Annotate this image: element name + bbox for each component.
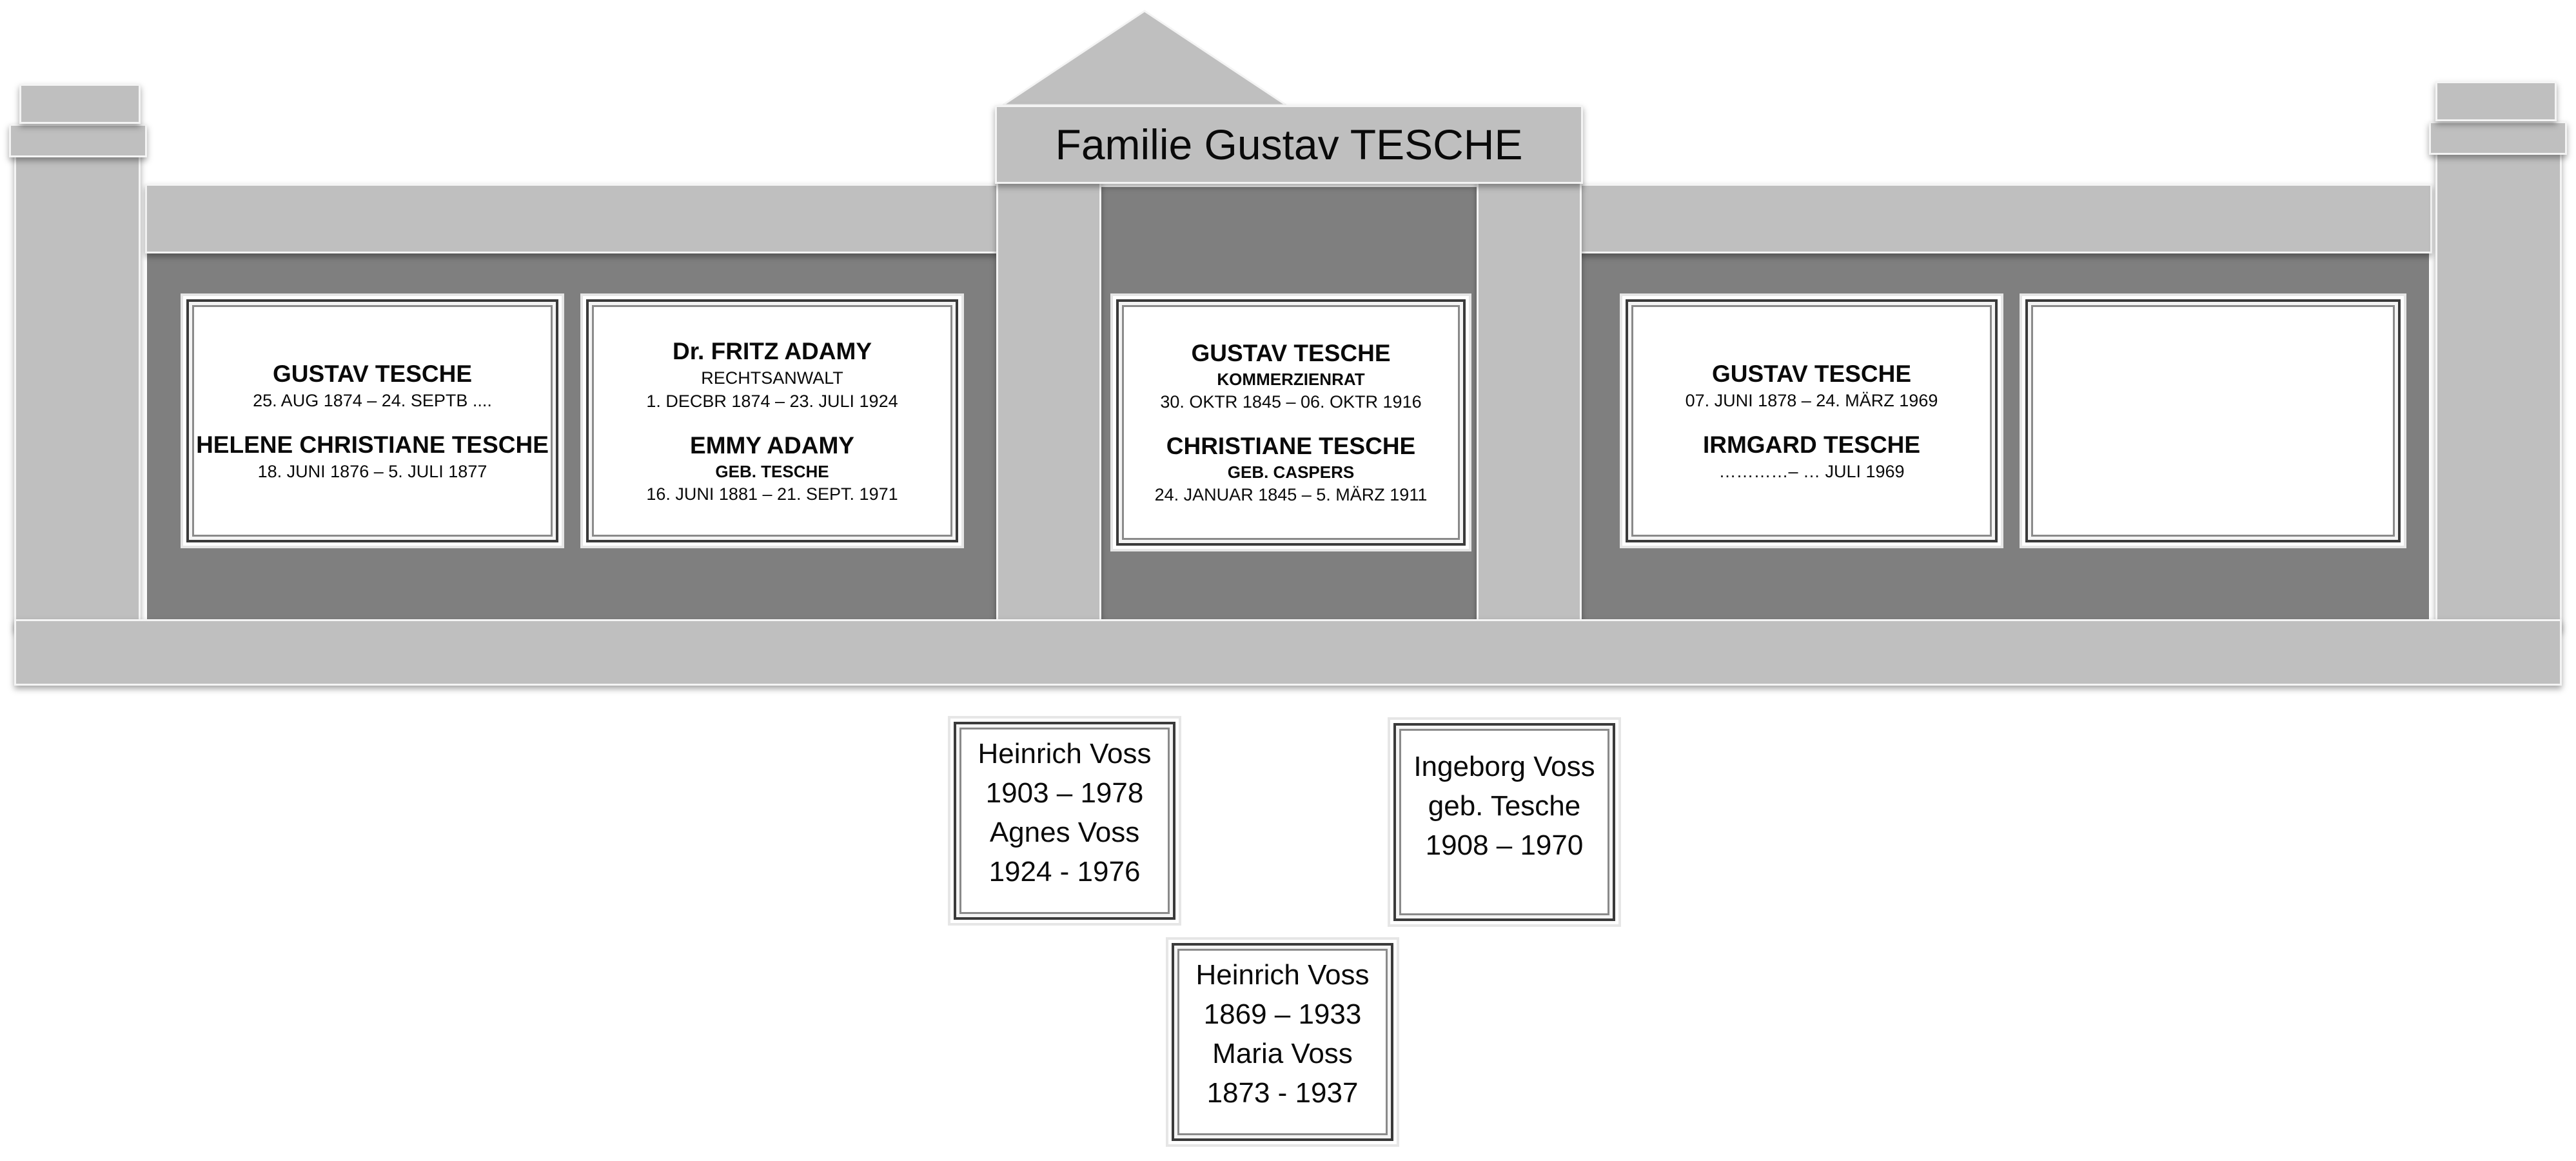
- grave-line: 1873 - 1937: [1206, 1077, 1359, 1109]
- epitaph-dates: 18. JUNI 1876 – 5. JULI 1877: [257, 461, 487, 481]
- grave-stone-3: Heinrich Voss 1869 – 1933 Maria Voss 187…: [1166, 937, 1399, 1147]
- epitaph-dates: 30. OKTR 1845 – 06. OKTR 1916: [1160, 392, 1422, 412]
- epitaph-dates: …………– … JULI 1969: [1718, 461, 1905, 481]
- epitaph-name: CHRISTIANE TESCHE: [1166, 433, 1416, 459]
- pediment-roof: [1003, 10, 1286, 106]
- epitaph-dates: 16. JUNI 1881 – 21. SEPT. 1971: [646, 484, 898, 504]
- grave-line: 1924 - 1976: [988, 856, 1141, 888]
- epitaph-birth-name: GEB. TESCHE: [715, 461, 829, 481]
- epitaph-spacer: [646, 413, 898, 431]
- base-plinth: [14, 619, 2562, 686]
- grave-line: 1903 – 1978: [985, 777, 1144, 809]
- monument-title: Familie Gustav TESCHE: [1055, 121, 1523, 168]
- epitaph-title: KOMMERZIENRAT: [1217, 370, 1365, 389]
- grave-line: 1869 – 1933: [1203, 998, 1362, 1030]
- plaque-2: Dr. FRITZ ADAMY RECHTSANWALT 1. DECBR 18…: [580, 293, 964, 548]
- plaque-4: GUSTAV TESCHE 07. JUNI 1878 – 24. MÄRZ 1…: [1620, 293, 2003, 548]
- plaque-text: GUSTAV TESCHE 25. AUG 1874 – 24. SEPTB .…: [196, 359, 549, 483]
- plaque-text: Dr. FRITZ ADAMY RECHTSANWALT 1. DECBR 18…: [646, 337, 898, 506]
- epitaph-spacer: [1155, 413, 1428, 432]
- epitaph-title: RECHTSANWALT: [701, 368, 843, 388]
- epitaph-name: IRMGARD TESCHE: [1702, 431, 1921, 458]
- ledge-left: [145, 184, 999, 253]
- monument-title-plate: Familie Gustav TESCHE: [995, 105, 1583, 184]
- epitaph-name: GUSTAV TESCHE: [272, 360, 473, 387]
- outer-pillar-left-top: [19, 84, 141, 124]
- epitaph-name: GUSTAV TESCHE: [1711, 360, 1912, 387]
- grave-line: Heinrich Voss: [1195, 959, 1370, 991]
- epitaph-name: HELENE CHRISTIANE TESCHE: [196, 431, 549, 458]
- epitaph-dates: 1. DECBR 1874 – 23. JULI 1924: [646, 391, 898, 411]
- plaque-5-empty: [2020, 293, 2406, 548]
- epitaph-dates: 24. JANUAR 1845 – 5. MÄRZ 1911: [1154, 485, 1428, 504]
- epitaph-spacer: [196, 412, 549, 430]
- plaque-text: GUSTAV TESCHE 07. JUNI 1878 – 24. MÄRZ 1…: [1686, 359, 1938, 483]
- epitaph-dates: 07. JUNI 1878 – 24. MÄRZ 1969: [1685, 390, 1938, 410]
- outer-pillar-right-top: [2435, 81, 2557, 121]
- epitaph-spacer: [1686, 412, 1938, 430]
- epitaph-name: EMMY ADAMY: [690, 432, 854, 459]
- outer-pillar-left: [14, 148, 141, 631]
- outer-pillar-left-cap: [9, 124, 147, 157]
- pediment-triangle: [1003, 10, 1286, 106]
- plaque-3: GUSTAV TESCHE KOMMERZIENRAT 30. OKTR 184…: [1110, 293, 1471, 551]
- epitaph-birth-name: GEB. CASPERS: [1227, 462, 1355, 482]
- epitaph-dates: 25. AUG 1874 – 24. SEPTB ....: [253, 390, 492, 410]
- grave-stone-1: Heinrich Voss 1903 – 1978 Agnes Voss 192…: [948, 716, 1181, 926]
- grave-line: Agnes Voss: [989, 817, 1140, 848]
- epitaph-name: Dr. FRITZ ADAMY: [672, 337, 872, 364]
- grave-stone-2: Ingeborg Voss geb. Tesche 1908 – 1970: [1388, 717, 1621, 927]
- grave-line: Maria Voss: [1212, 1038, 1353, 1069]
- outer-pillar-right: [2435, 148, 2562, 631]
- plaque-1: GUSTAV TESCHE 25. AUG 1874 – 24. SEPTB .…: [181, 293, 564, 548]
- grave-line: geb. Tesche: [1428, 790, 1581, 822]
- plaque-text: GUSTAV TESCHE KOMMERZIENRAT 30. OKTR 184…: [1155, 339, 1428, 506]
- ledge-right: [1578, 184, 2432, 253]
- grave-line: 1908 – 1970: [1425, 829, 1584, 861]
- center-pillar-left: [996, 181, 1101, 631]
- outer-pillar-right-cap: [2429, 121, 2567, 155]
- grave-line: Heinrich Voss: [978, 738, 1152, 769]
- center-pillar-right: [1477, 181, 1582, 631]
- grave-line: Ingeborg Voss: [1413, 751, 1595, 782]
- epitaph-name: GUSTAV TESCHE: [1191, 340, 1391, 366]
